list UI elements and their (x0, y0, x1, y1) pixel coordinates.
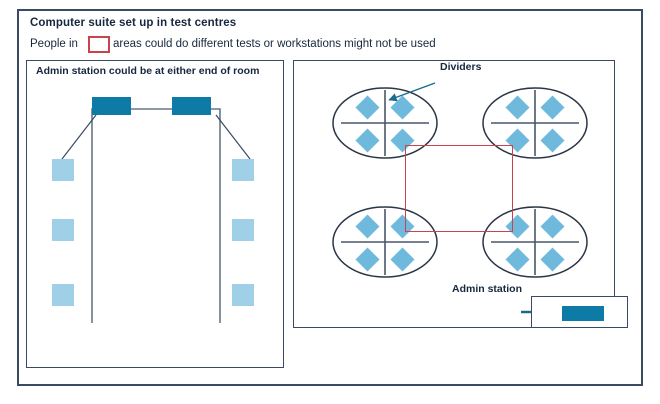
pod-outline (482, 206, 588, 278)
pod-seat (390, 214, 415, 239)
workstation-seat (52, 219, 74, 241)
pod-outline (482, 87, 588, 159)
pod-top-left (332, 87, 438, 159)
pod-outline (332, 206, 438, 278)
highlight-red-square (405, 145, 513, 232)
pod-seat (355, 214, 380, 239)
legend-red-box-icon (88, 36, 110, 53)
admin-station-box (531, 296, 628, 328)
page-title: Computer suite set up in test centres (30, 17, 237, 29)
pod-seat (540, 214, 565, 239)
pod-seat (505, 95, 530, 120)
workstation-seat (232, 219, 254, 241)
pod-seat (355, 247, 380, 272)
pod-outline (332, 87, 438, 159)
pod-seat (540, 95, 565, 120)
workstation-seat (52, 284, 74, 306)
pods-diagram (332, 82, 588, 320)
admin-desk-right (172, 97, 211, 115)
connector-right (215, 114, 251, 160)
pod-seat (540, 247, 565, 272)
dividers-pointer-arrow (388, 82, 436, 102)
workstation-seat (52, 159, 74, 181)
pod-seat (390, 247, 415, 272)
legend-text-after: areas could do different tests or workst… (113, 38, 436, 50)
pod-seat (390, 95, 415, 120)
pod-seat (355, 128, 380, 153)
connector-left (61, 114, 97, 160)
pod-seat (505, 247, 530, 272)
admin-station-desk (562, 306, 604, 321)
left-panel-title: Admin station could be at either end of … (36, 65, 260, 77)
admin-desk-left (92, 97, 131, 115)
pod-seat (540, 128, 565, 153)
room-wall-outline (91, 108, 221, 323)
pod-seat (355, 95, 380, 120)
admin-station-label: Admin station (452, 283, 522, 295)
pod-bottom-left (332, 206, 438, 278)
workstation-seat (232, 159, 254, 181)
workstation-seat (232, 284, 254, 306)
legend-text-before: People in (30, 38, 78, 50)
pod-seat (390, 128, 415, 153)
left-room-walls (61, 108, 251, 323)
dividers-label: Dividers (440, 61, 482, 73)
left-room-panel (26, 60, 284, 368)
